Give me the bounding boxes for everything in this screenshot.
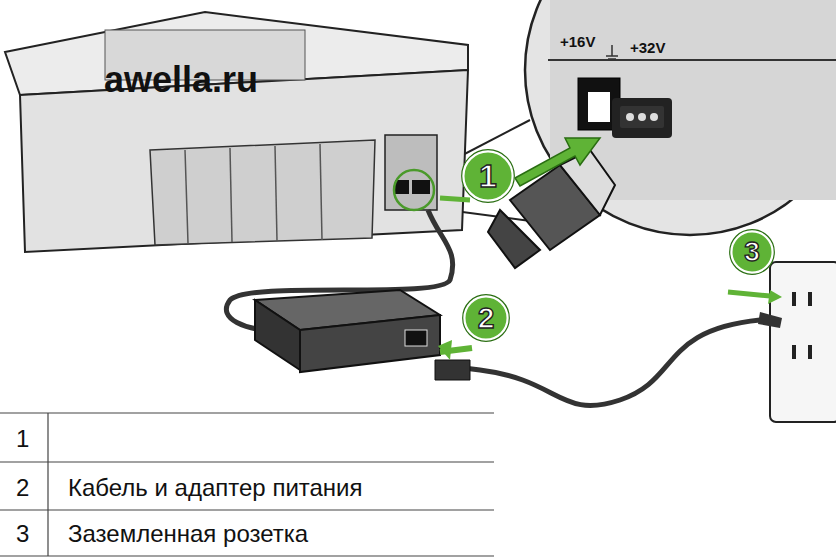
table-cell: Заземленная розетка (68, 522, 308, 546)
callout-circle: 3 (729, 229, 775, 275)
table-cell: 2 (16, 476, 29, 500)
callout-number: 3 (744, 238, 760, 266)
voltage-label: +16V (560, 34, 595, 49)
voltage-label: +32V (630, 40, 665, 55)
callout-circle: 2 (462, 294, 510, 342)
watermark: awella.ru (104, 62, 258, 98)
table-cell: 3 (16, 522, 29, 546)
callout-number: 2 (478, 303, 495, 333)
callout-number: 1 (479, 160, 497, 192)
callout-circle: 1 (461, 149, 515, 203)
table-cell: 1 (16, 427, 29, 451)
table-cell: Кабель и адаптер питания (68, 476, 363, 500)
